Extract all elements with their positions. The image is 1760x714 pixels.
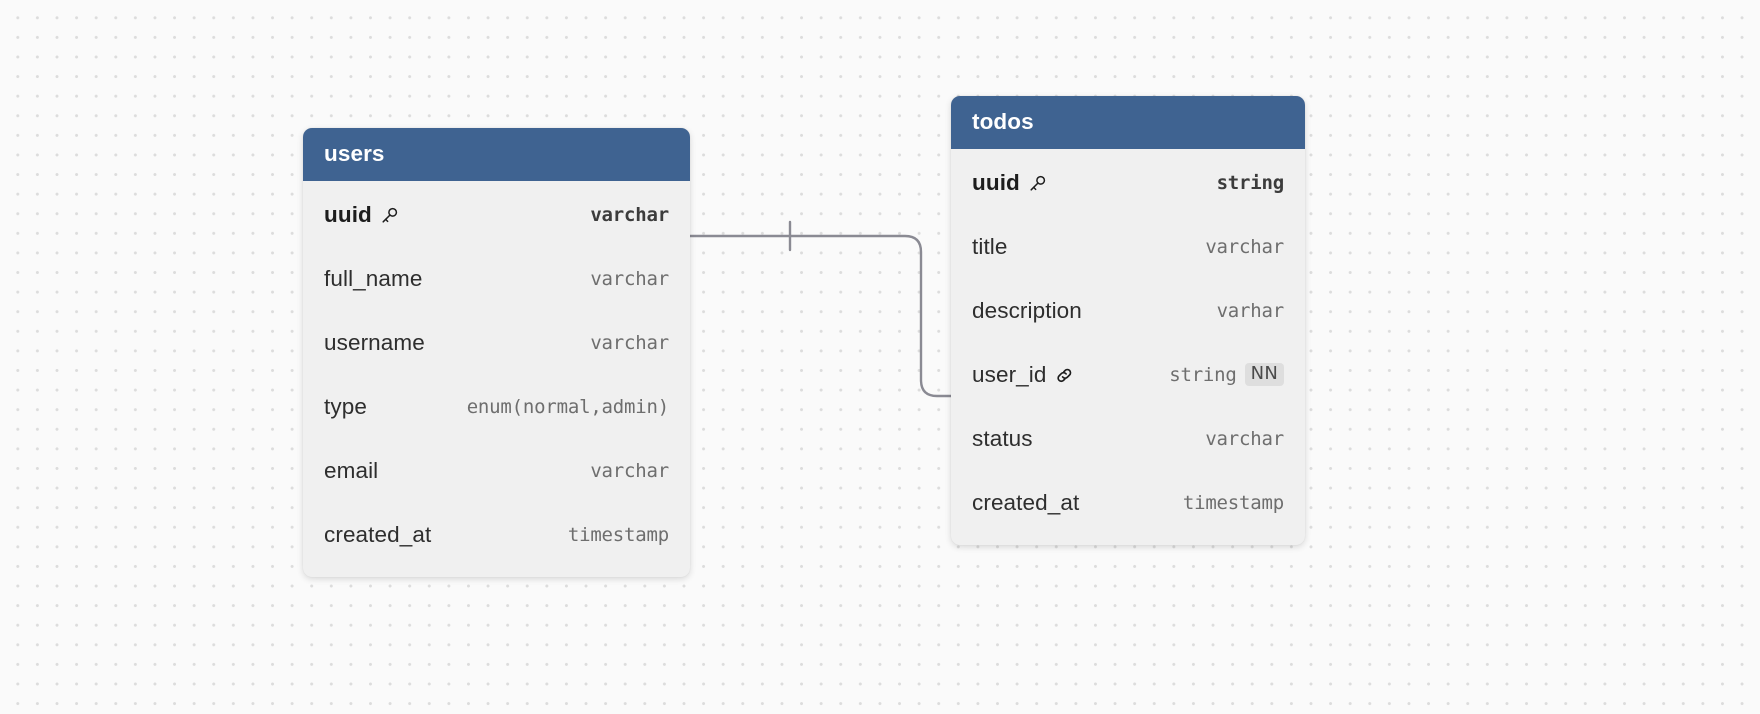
field-type: varchar [590, 460, 669, 482]
field-type-text: varchar [590, 331, 669, 354]
field-name: user_id [972, 361, 1047, 387]
field-name: full_name [324, 265, 423, 291]
field-name: created_at [972, 489, 1080, 515]
table-card-todos[interactable]: todos uuid string [951, 96, 1305, 545]
field-name: created_at [324, 521, 432, 547]
table-row[interactable]: description varhar [951, 279, 1305, 343]
field-type-text: varchar [590, 267, 669, 290]
field-type: string [1216, 171, 1285, 194]
field-type-text: string [1169, 363, 1237, 386]
field-type-text: varchar [1205, 235, 1284, 258]
table-title-todos[interactable]: todos [951, 96, 1305, 149]
table-row[interactable]: created_at timestamp [303, 503, 690, 567]
table-fields-users: uuid varchar full_name [303, 181, 690, 577]
table-row[interactable]: user_id string NN [951, 343, 1305, 407]
field-name: type [324, 393, 367, 419]
field-name: email [324, 457, 379, 483]
field-type: varhar [1216, 299, 1285, 322]
table-row[interactable]: title varchar [951, 215, 1305, 279]
table-row[interactable]: full_name varchar [303, 247, 690, 311]
table-row[interactable]: uuid string [951, 151, 1305, 215]
link-icon [1054, 365, 1075, 386]
field-type-text: timestamp [567, 523, 669, 546]
field-type-text: enum(normal,admin) [466, 395, 670, 418]
field-name: uuid [324, 201, 372, 227]
key-icon [1027, 173, 1048, 194]
field-type: varchar [590, 204, 669, 226]
field-type-text: varhar [1216, 299, 1285, 322]
field-type: timestamp [568, 524, 669, 546]
table-row[interactable]: email varchar [303, 439, 690, 503]
field-type: varchar [1205, 428, 1284, 450]
field-type: enum(normal,admin) [466, 395, 670, 418]
table-row[interactable]: username varchar [303, 311, 690, 375]
field-type: varchar [590, 268, 669, 290]
table-title-users[interactable]: users [303, 128, 690, 181]
table-row[interactable]: type enum(normal,admin) [303, 375, 690, 439]
field-name: uuid [972, 169, 1020, 195]
field-type-text: varchar [590, 203, 669, 226]
field-type: timestamp [1183, 492, 1284, 514]
table-row[interactable]: uuid varchar [303, 183, 690, 247]
key-icon [379, 205, 400, 226]
field-type: varchar [1205, 236, 1284, 258]
field-type-text: string [1216, 171, 1285, 194]
field-name: description [972, 297, 1082, 323]
table-row[interactable]: created_at timestamp [951, 471, 1305, 535]
field-name: username [324, 329, 425, 355]
field-type: string NN [1169, 363, 1284, 387]
field-name: title [972, 233, 1008, 259]
field-type-text: timestamp [1182, 491, 1284, 514]
status-badge: NN [1244, 363, 1284, 387]
table-row[interactable]: status varchar [951, 407, 1305, 471]
field-type-text: varchar [1205, 427, 1284, 450]
field-type-text: varchar [590, 459, 669, 482]
field-name: status [972, 425, 1033, 451]
field-type: varchar [590, 332, 669, 354]
table-card-users[interactable]: users uuid varchar [303, 128, 690, 577]
table-fields-todos: uuid string title [951, 149, 1305, 545]
